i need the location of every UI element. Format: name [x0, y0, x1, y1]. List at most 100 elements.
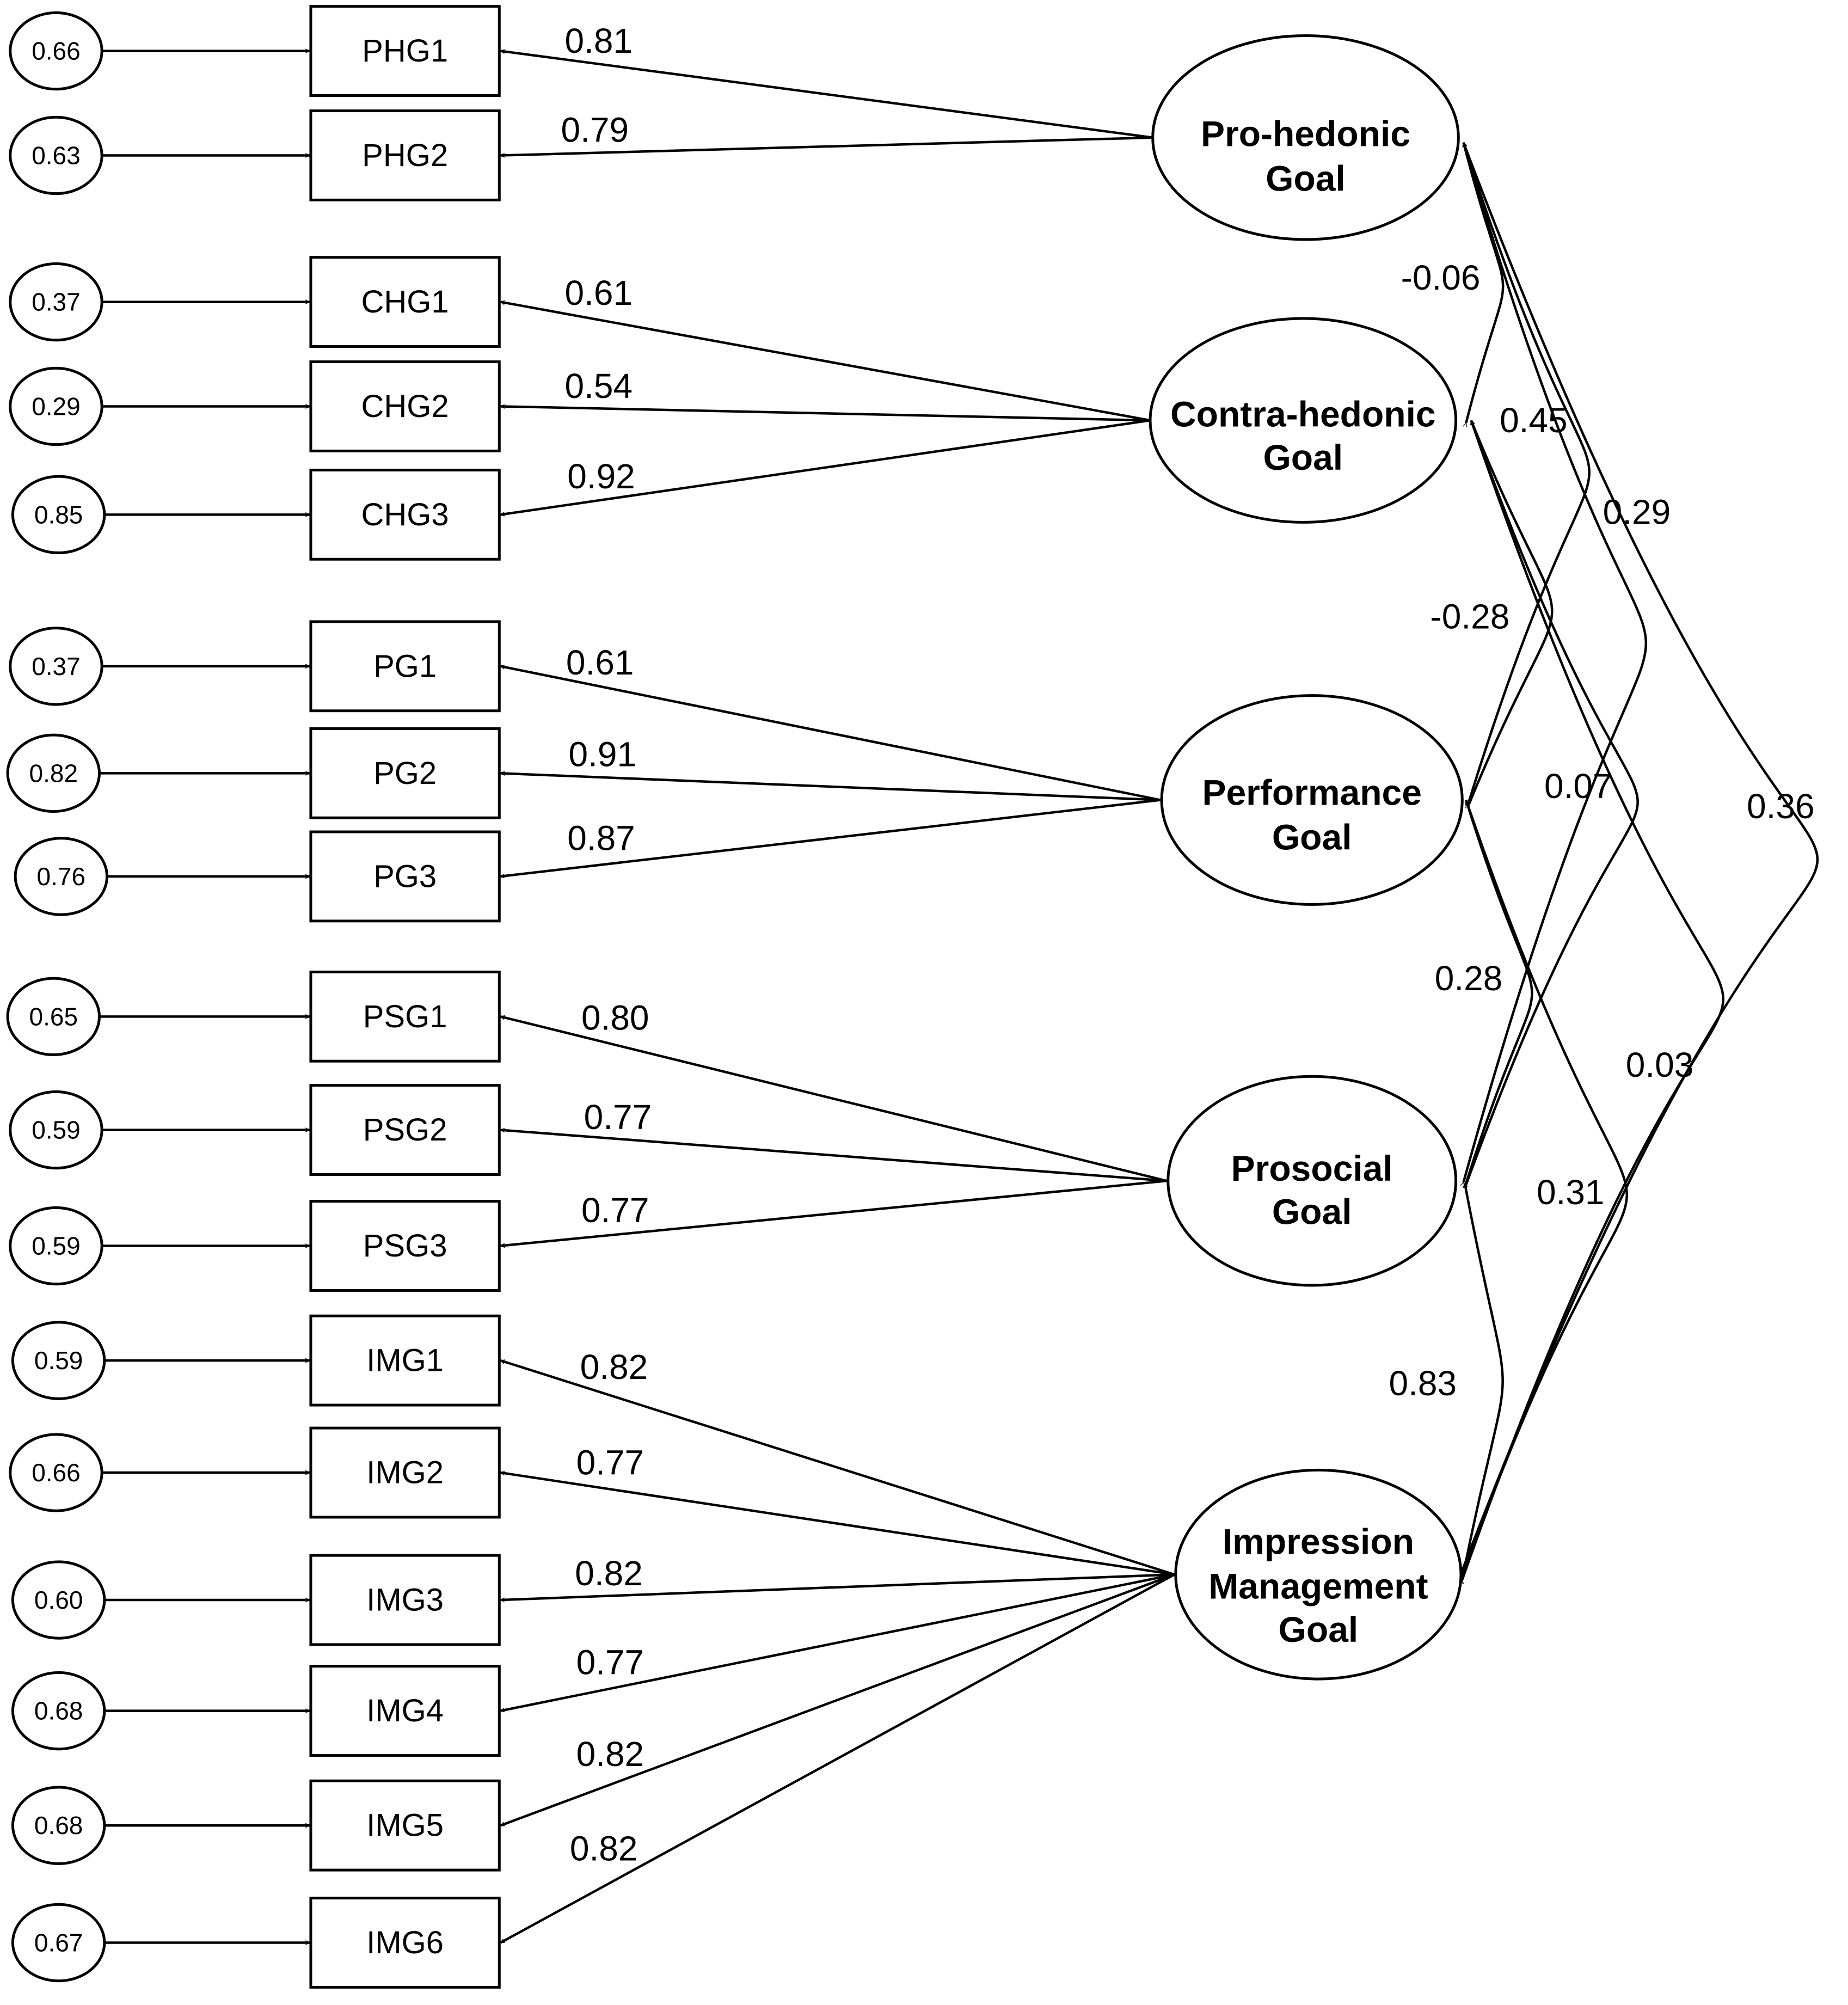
correlation-arc [1460, 143, 1819, 1577]
indicator-box [309, 1897, 501, 1989]
error-term-img4: 0.68 [11, 1671, 309, 1751]
factor-label: Goal [1272, 817, 1352, 857]
indicator-box [309, 970, 501, 1063]
factor-label: Goal [1279, 1609, 1359, 1650]
correlation-phg-img: 0.36 [1460, 143, 1819, 1577]
loading-img5: 0.82 [501, 1573, 1175, 1827]
error-term-img1: 0.59 [11, 1321, 309, 1400]
loading-chg1: 0.61 [501, 273, 1151, 422]
indicator-phg2: PHG2 [309, 109, 501, 201]
loading-label: 0.77 [576, 1443, 644, 1482]
loading-label: 0.87 [567, 819, 635, 858]
indicator-img1: IMG1 [309, 1314, 501, 1407]
loading-arrow [501, 773, 1161, 801]
error-ellipse [11, 1671, 106, 1751]
error-ellipse [9, 262, 103, 342]
loading-label: 0.81 [565, 21, 633, 60]
loading-label: 0.77 [584, 1097, 652, 1137]
loading-label: 0.61 [566, 643, 634, 682]
loading-layer: 0.810.790.610.540.920.610.910.870.800.77… [501, 21, 1175, 1944]
indicator-label: PG2 [373, 756, 437, 791]
error-ellipse [9, 1090, 103, 1170]
loading-label: 0.92 [567, 457, 635, 496]
error-term-phg1: 0.66 [9, 11, 310, 91]
indicator-img5: IMG5 [309, 1779, 501, 1872]
error-term-pg2: 0.82 [6, 733, 310, 813]
loading-label: 0.77 [576, 1643, 644, 1682]
indicator-label: PG1 [373, 648, 437, 684]
error-label: 0.60 [34, 1586, 83, 1614]
factor-label: Management [1208, 1566, 1428, 1606]
loading-pg2: 0.91 [501, 734, 1161, 801]
indicator-img4: IMG4 [309, 1665, 501, 1757]
correlation-arc [1462, 420, 1724, 1579]
error-ellipse [11, 1560, 106, 1640]
loading-label: 0.82 [575, 1554, 643, 1593]
error-ellipse [6, 733, 101, 813]
loading-arrow [501, 1473, 1175, 1576]
correlation-label: -0.06 [1401, 258, 1481, 297]
error-term-psg2: 0.59 [9, 1090, 310, 1170]
loading-arrow [501, 1573, 1175, 1710]
loading-label: 0.61 [565, 273, 633, 312]
indicator-label: IMG5 [366, 1808, 444, 1843]
error-ellipse [9, 11, 103, 91]
loading-psg2: 0.77 [501, 1097, 1167, 1182]
error-term-img3: 0.60 [11, 1560, 309, 1640]
indicator-label: IMG4 [366, 1693, 444, 1728]
loading-chg2: 0.54 [501, 366, 1151, 422]
loading-arrow [501, 419, 1151, 514]
factor-ellipse [1160, 694, 1464, 906]
correlation-label: 0.83 [1389, 1364, 1457, 1403]
loading-arrow [501, 51, 1153, 139]
error-label: 0.37 [32, 288, 81, 316]
error-term-psg1: 0.65 [6, 977, 310, 1057]
factor-label: Prosocial [1231, 1148, 1393, 1188]
indicator-pg2: PG2 [309, 727, 501, 819]
error-label: 0.59 [32, 1116, 81, 1144]
loading-label: 0.82 [570, 1829, 638, 1868]
loading-arrow [501, 136, 1153, 156]
factor-ellipse [1174, 1468, 1463, 1681]
loading-arrow [501, 1573, 1175, 1827]
indicator-phg1: PHG1 [309, 5, 501, 97]
factor-layer: Pro-hedonicGoalContra-hedonicGoalPerform… [1149, 34, 1464, 1681]
loading-label: 0.79 [561, 111, 629, 150]
indicator-psg3: PSG3 [309, 1200, 501, 1292]
error-label: 0.82 [29, 759, 78, 787]
factor-ellipse [1149, 317, 1458, 524]
indicator-label: CHG3 [361, 497, 449, 532]
indicator-pg3: PG3 [309, 830, 501, 923]
loading-label: 0.82 [576, 1734, 644, 1774]
factor-ellipse [1166, 1075, 1458, 1287]
error-term-chg2: 0.29 [9, 366, 310, 446]
indicator-box [309, 360, 501, 452]
indicator-chg1: CHG1 [309, 256, 501, 348]
factor-label: Impression [1223, 1521, 1414, 1561]
loading-arrow [501, 666, 1161, 801]
loading-img2: 0.77 [501, 1443, 1175, 1576]
loading-phg2: 0.79 [501, 111, 1153, 156]
correlation-label: 0.31 [1537, 1173, 1605, 1212]
error-ellipse [9, 1433, 103, 1512]
correlation-arc [1461, 800, 1629, 1580]
indicator-label: PSG3 [363, 1228, 447, 1264]
factor-label: Goal [1266, 158, 1346, 199]
factor-label: Goal [1263, 437, 1343, 477]
correlation-psg-img: 0.83 [1389, 1184, 1504, 1580]
error-ellipse [11, 1786, 106, 1865]
error-ellipse [11, 1321, 106, 1400]
loading-label: 0.54 [565, 366, 633, 406]
correlation-arc [1466, 420, 1639, 1185]
loading-arrow [501, 1359, 1175, 1576]
indicator-label: PHG1 [362, 33, 448, 69]
loading-label: 0.91 [569, 734, 637, 774]
error-label: 0.63 [32, 141, 81, 169]
loading-arrow [501, 1130, 1167, 1182]
error-ellipse [11, 475, 106, 555]
error-label: 0.29 [32, 392, 81, 420]
correlation-arc [1464, 143, 1648, 1182]
indicator-box [309, 5, 501, 97]
indicator-box [309, 468, 501, 561]
